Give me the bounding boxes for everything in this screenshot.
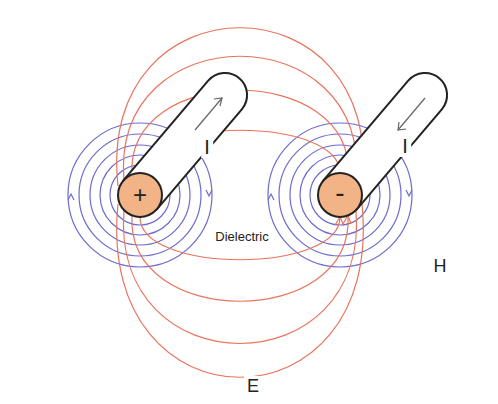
dielectric-label: Dielectric xyxy=(212,229,271,244)
current-label: I xyxy=(201,136,213,158)
electric-field-lines xyxy=(117,28,364,378)
field-label: E xyxy=(244,376,262,396)
polarity-sign: + xyxy=(133,183,147,207)
current-label: I xyxy=(399,135,411,157)
conductor-faces xyxy=(118,173,362,217)
current-arrows xyxy=(195,98,425,130)
conductor-cylinders xyxy=(123,73,447,209)
field-label: H xyxy=(431,256,450,276)
polarity-sign: - xyxy=(335,179,344,207)
